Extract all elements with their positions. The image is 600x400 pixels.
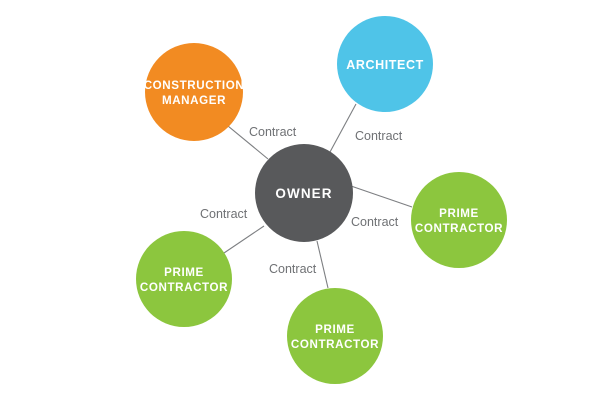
node-label-prime-contractor-bottom-line2: CONTRACTOR [291,338,379,351]
connector-group [223,103,413,289]
edge-label-prime-contractor-right: Contract [351,215,399,229]
node-label-architect: ARCHITECT [346,58,424,72]
edge-label-prime-contractor-bottom: Contract [269,262,317,276]
node-label-construction-manager-line2: MANAGER [162,94,226,107]
connector-line-prime-contractor-bottom [316,240,329,289]
node-architect[interactable]: ARCHITECT [337,16,433,112]
node-owner[interactable]: OWNER [255,144,353,242]
node-label-construction-manager-line1: CONSTRUCTION [144,79,245,92]
node-prime-contractor-bottom[interactable]: PRIME CONTRACTOR [287,288,383,384]
edge-label-architect: Contract [355,129,403,143]
connector-line-prime-contractor-left [223,225,265,254]
node-circle-prime-contractor-bottom[interactable] [287,288,383,384]
node-label-prime-contractor-right-line1: PRIME [439,207,479,220]
node-prime-contractor-right[interactable]: PRIME CONTRACTOR [411,172,507,268]
node-label-owner: OWNER [275,186,332,201]
node-circle-owner[interactable] [255,144,353,242]
node-construction-manager[interactable]: CONSTRUCTION MANAGER [144,43,245,141]
connector-line-architect [329,103,357,153]
connector-line-prime-contractor-right [350,185,413,208]
connector-line-construction-manager [227,125,269,160]
node-circle-construction-manager[interactable] [145,43,243,141]
node-label-prime-contractor-left-line1: PRIME [164,266,204,279]
node-circle-prime-contractor-right[interactable] [411,172,507,268]
node-label-prime-contractor-right-line2: CONTRACTOR [415,222,503,235]
node-circle-architect[interactable] [337,16,433,112]
edge-label-prime-contractor-left: Contract [200,207,248,221]
node-circle-prime-contractor-left[interactable] [136,231,232,327]
node-label-prime-contractor-left-line2: CONTRACTOR [140,281,228,294]
node-prime-contractor-left[interactable]: PRIME CONTRACTOR [136,231,232,327]
edge-label-group: Contract Contract Contract Contract Cont… [200,125,403,276]
edge-label-construction-manager: Contract [249,125,297,139]
node-label-prime-contractor-bottom-line1: PRIME [315,323,355,336]
